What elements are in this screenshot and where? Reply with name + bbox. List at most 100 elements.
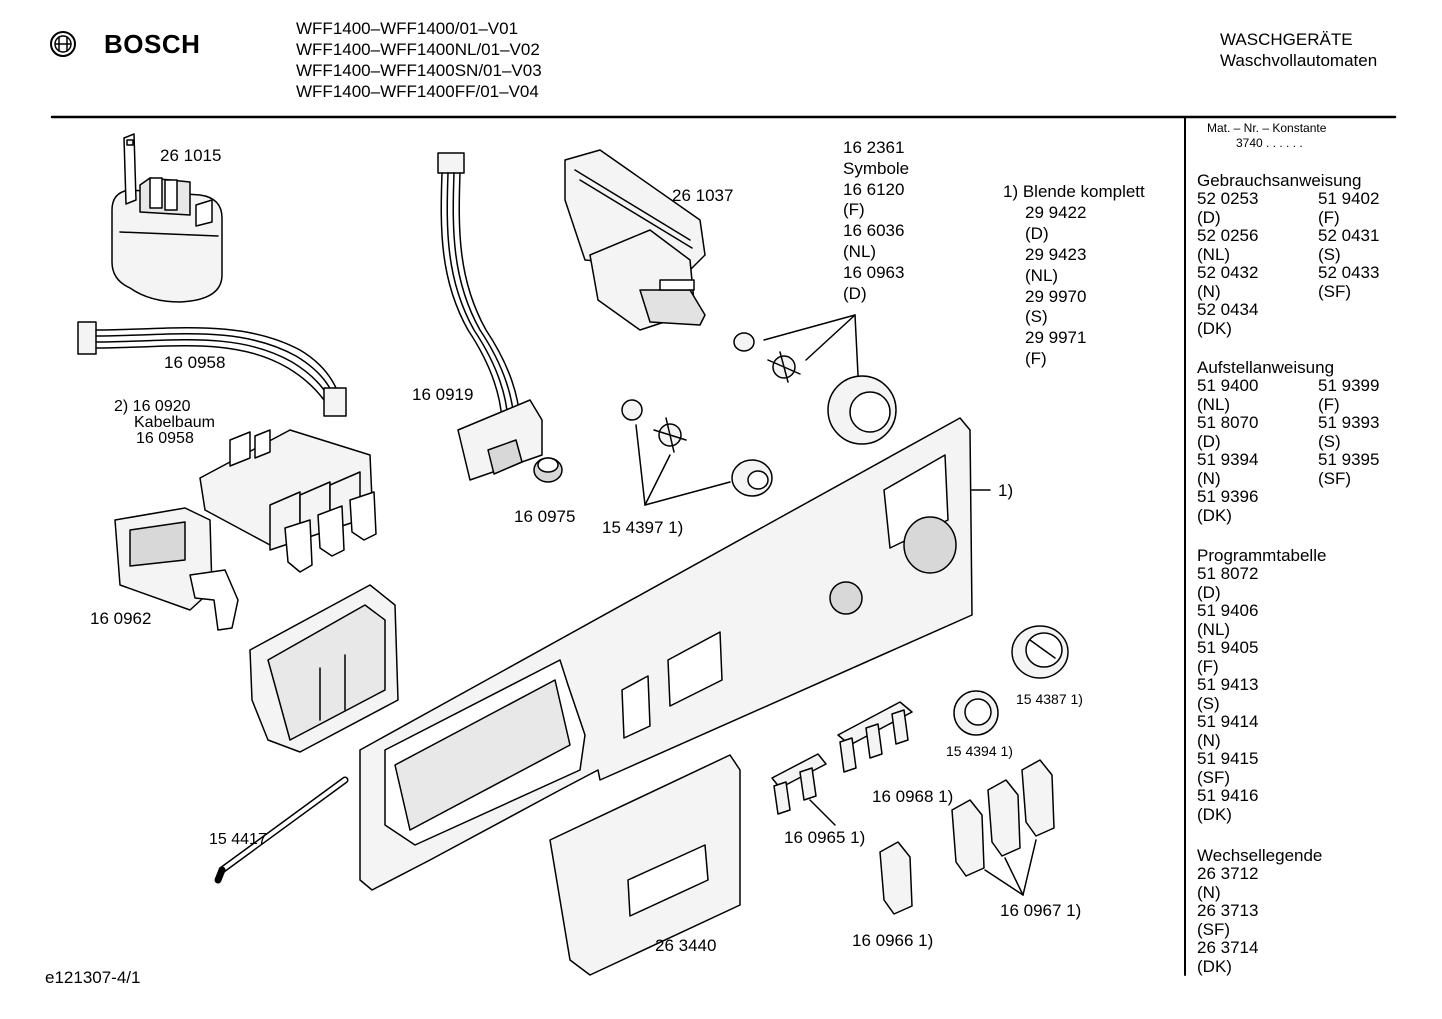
cell: (S) <box>1318 244 1341 264</box>
blende-line: 29 9970 <box>1025 286 1087 306</box>
part-162361-small-parts <box>733 314 897 445</box>
model-list: WFF1400–WFF1400/01–V01 WFF1400–WFF1400NL… <box>296 18 542 102</box>
part-154417-rod <box>214 776 349 884</box>
part-261015-suppressor <box>111 133 223 303</box>
list-item: 51 9415 <box>1197 749 1259 768</box>
model-line: WFF1400–WFF1400/01–V01 <box>296 19 519 38</box>
section-title: Programmtabelle <box>1197 546 1327 565</box>
list-item: (S) <box>1197 693 1220 713</box>
label-symbole-group: 16 2361 Symbole 16 6120 (F) 16 6036 (NL)… <box>843 138 909 304</box>
part-160958-cable <box>77 321 347 417</box>
blende-line: 29 9422 <box>1025 202 1087 222</box>
symbole-line: 16 2361 <box>843 138 905 157</box>
cell: 52 0433 <box>1318 263 1380 282</box>
brand-name: BOSCH <box>104 29 201 59</box>
label-160968: 16 0968 1) <box>872 787 954 806</box>
model-line: WFF1400–WFF1400SN/01–V03 <box>296 61 542 80</box>
blende-line: (F) <box>1025 349 1047 369</box>
symbole-line: Symbole <box>843 158 910 178</box>
cell <box>1318 488 1428 507</box>
list-item: 26 3713 <box>1197 901 1259 920</box>
list-item: 51 9414 <box>1197 712 1259 731</box>
list-item: 51 9416 <box>1197 786 1259 805</box>
list-item: (SF) <box>1197 919 1231 939</box>
part-160919-cable-board <box>437 152 543 481</box>
section-title: Wechsellegende <box>1197 846 1323 865</box>
blende-line: 29 9423 <box>1025 244 1087 264</box>
blende-line: (D) <box>1025 223 1049 243</box>
list-item: (DK) <box>1197 804 1232 824</box>
label-160920-line2: Kabelbaum <box>134 414 215 431</box>
part-160962-connector <box>114 507 239 631</box>
label-blende-group: 1) Blende komplett 29 9422 (D) 29 9423 (… <box>1003 182 1145 370</box>
cell <box>1318 301 1428 320</box>
label-panel-ref: 1) <box>998 481 1014 500</box>
cell: (F) <box>1318 207 1340 227</box>
label-154417: 15 4417 <box>209 831 267 848</box>
cell: (D) <box>1197 207 1221 227</box>
mat-nr-value: 3740 . . . . . . <box>1236 136 1303 150</box>
list-item: 51 9413 <box>1197 675 1259 694</box>
cell: (NL) <box>1197 394 1231 414</box>
cell <box>1318 507 1428 526</box>
section-title: Aufstellanweisung <box>1197 358 1335 377</box>
part-154394-knob <box>953 690 999 736</box>
cell: 51 9402 <box>1318 189 1380 208</box>
list-item: (N) <box>1197 730 1221 750</box>
label-261037: 26 1037 <box>672 186 734 205</box>
sidebar-programmtabelle: Programmtabelle 51 8072 (D) 51 9406 (NL)… <box>1197 547 1427 824</box>
symbole-line: (F) <box>843 200 865 220</box>
list-item: 26 3714 <box>1197 938 1259 957</box>
cell: (D) <box>1197 431 1221 451</box>
drawing-code: e121307-4/1 <box>45 968 141 987</box>
label-154394: 15 4394 1) <box>946 743 1013 759</box>
symbole-line: 16 0963 <box>843 262 905 282</box>
label-154387: 15 4387 1) <box>1016 691 1083 707</box>
cell: (F) <box>1318 394 1340 414</box>
cell: (DK) <box>1197 505 1232 525</box>
cell: (N) <box>1197 281 1221 301</box>
cell: (SF) <box>1318 468 1352 488</box>
cell: 52 0431 <box>1318 226 1380 245</box>
list-item: 26 3712 <box>1197 864 1259 883</box>
part-154387-knob <box>1011 625 1069 679</box>
label-160965: 16 0965 1) <box>784 828 866 847</box>
list-item: 51 9406 <box>1197 601 1259 620</box>
label-160975: 16 0975 <box>514 507 576 526</box>
part-160975-knob <box>533 457 563 483</box>
bosch-logo-icon <box>50 31 76 57</box>
cell: 52 0432 <box>1197 263 1259 282</box>
cell: (SF) <box>1318 281 1352 301</box>
section-list: 26 3712 (N) 26 3713 (SF) 26 3714 (DK) <box>1197 864 1427 976</box>
label-154397: 15 4397 1) <box>602 518 684 537</box>
cell: (NL) <box>1197 244 1231 264</box>
cell: 51 9394 <box>1197 450 1259 469</box>
model-line: WFF1400–WFF1400FF/01–V04 <box>296 82 539 101</box>
label-261015: 26 1015 <box>160 146 222 165</box>
blende-title: 1) Blende komplett <box>1003 182 1145 201</box>
category-subtitle: Waschvollautomaten <box>1220 51 1378 70</box>
cell: 51 9396 <box>1197 487 1259 506</box>
label-160920-line3: 16 0958 <box>136 430 194 447</box>
part-160966-button <box>879 841 913 915</box>
list-item: (F) <box>1197 656 1219 676</box>
cell: (S) <box>1318 431 1341 451</box>
part-160968-clips <box>837 701 913 773</box>
part-263440-drawer-front <box>549 754 741 976</box>
part-261037-programmer <box>564 149 706 331</box>
cell: 52 0434 <box>1197 300 1259 319</box>
category-title: WASCHGERÄTE <box>1220 30 1353 49</box>
part-160920-switch-block <box>199 429 377 573</box>
mat-nr-label: Mat. – Nr. – Konstante <box>1207 121 1327 135</box>
list-item: 51 8072 <box>1197 564 1259 583</box>
sidebar-wechsellegende: Wechsellegende 26 3712 (N) 26 3713 (SF) … <box>1197 847 1427 976</box>
label-160966: 16 0966 1) <box>852 931 934 950</box>
part-160965-clips <box>771 753 836 826</box>
blende-line: 29 9971 <box>1025 328 1087 348</box>
section-list: 51 8072 (D) 51 9406 (NL) 51 9405 (F) 51 … <box>1197 564 1427 824</box>
section-title: Gebrauchsanweisung <box>1197 171 1362 190</box>
list-item: (SF) <box>1197 767 1231 787</box>
